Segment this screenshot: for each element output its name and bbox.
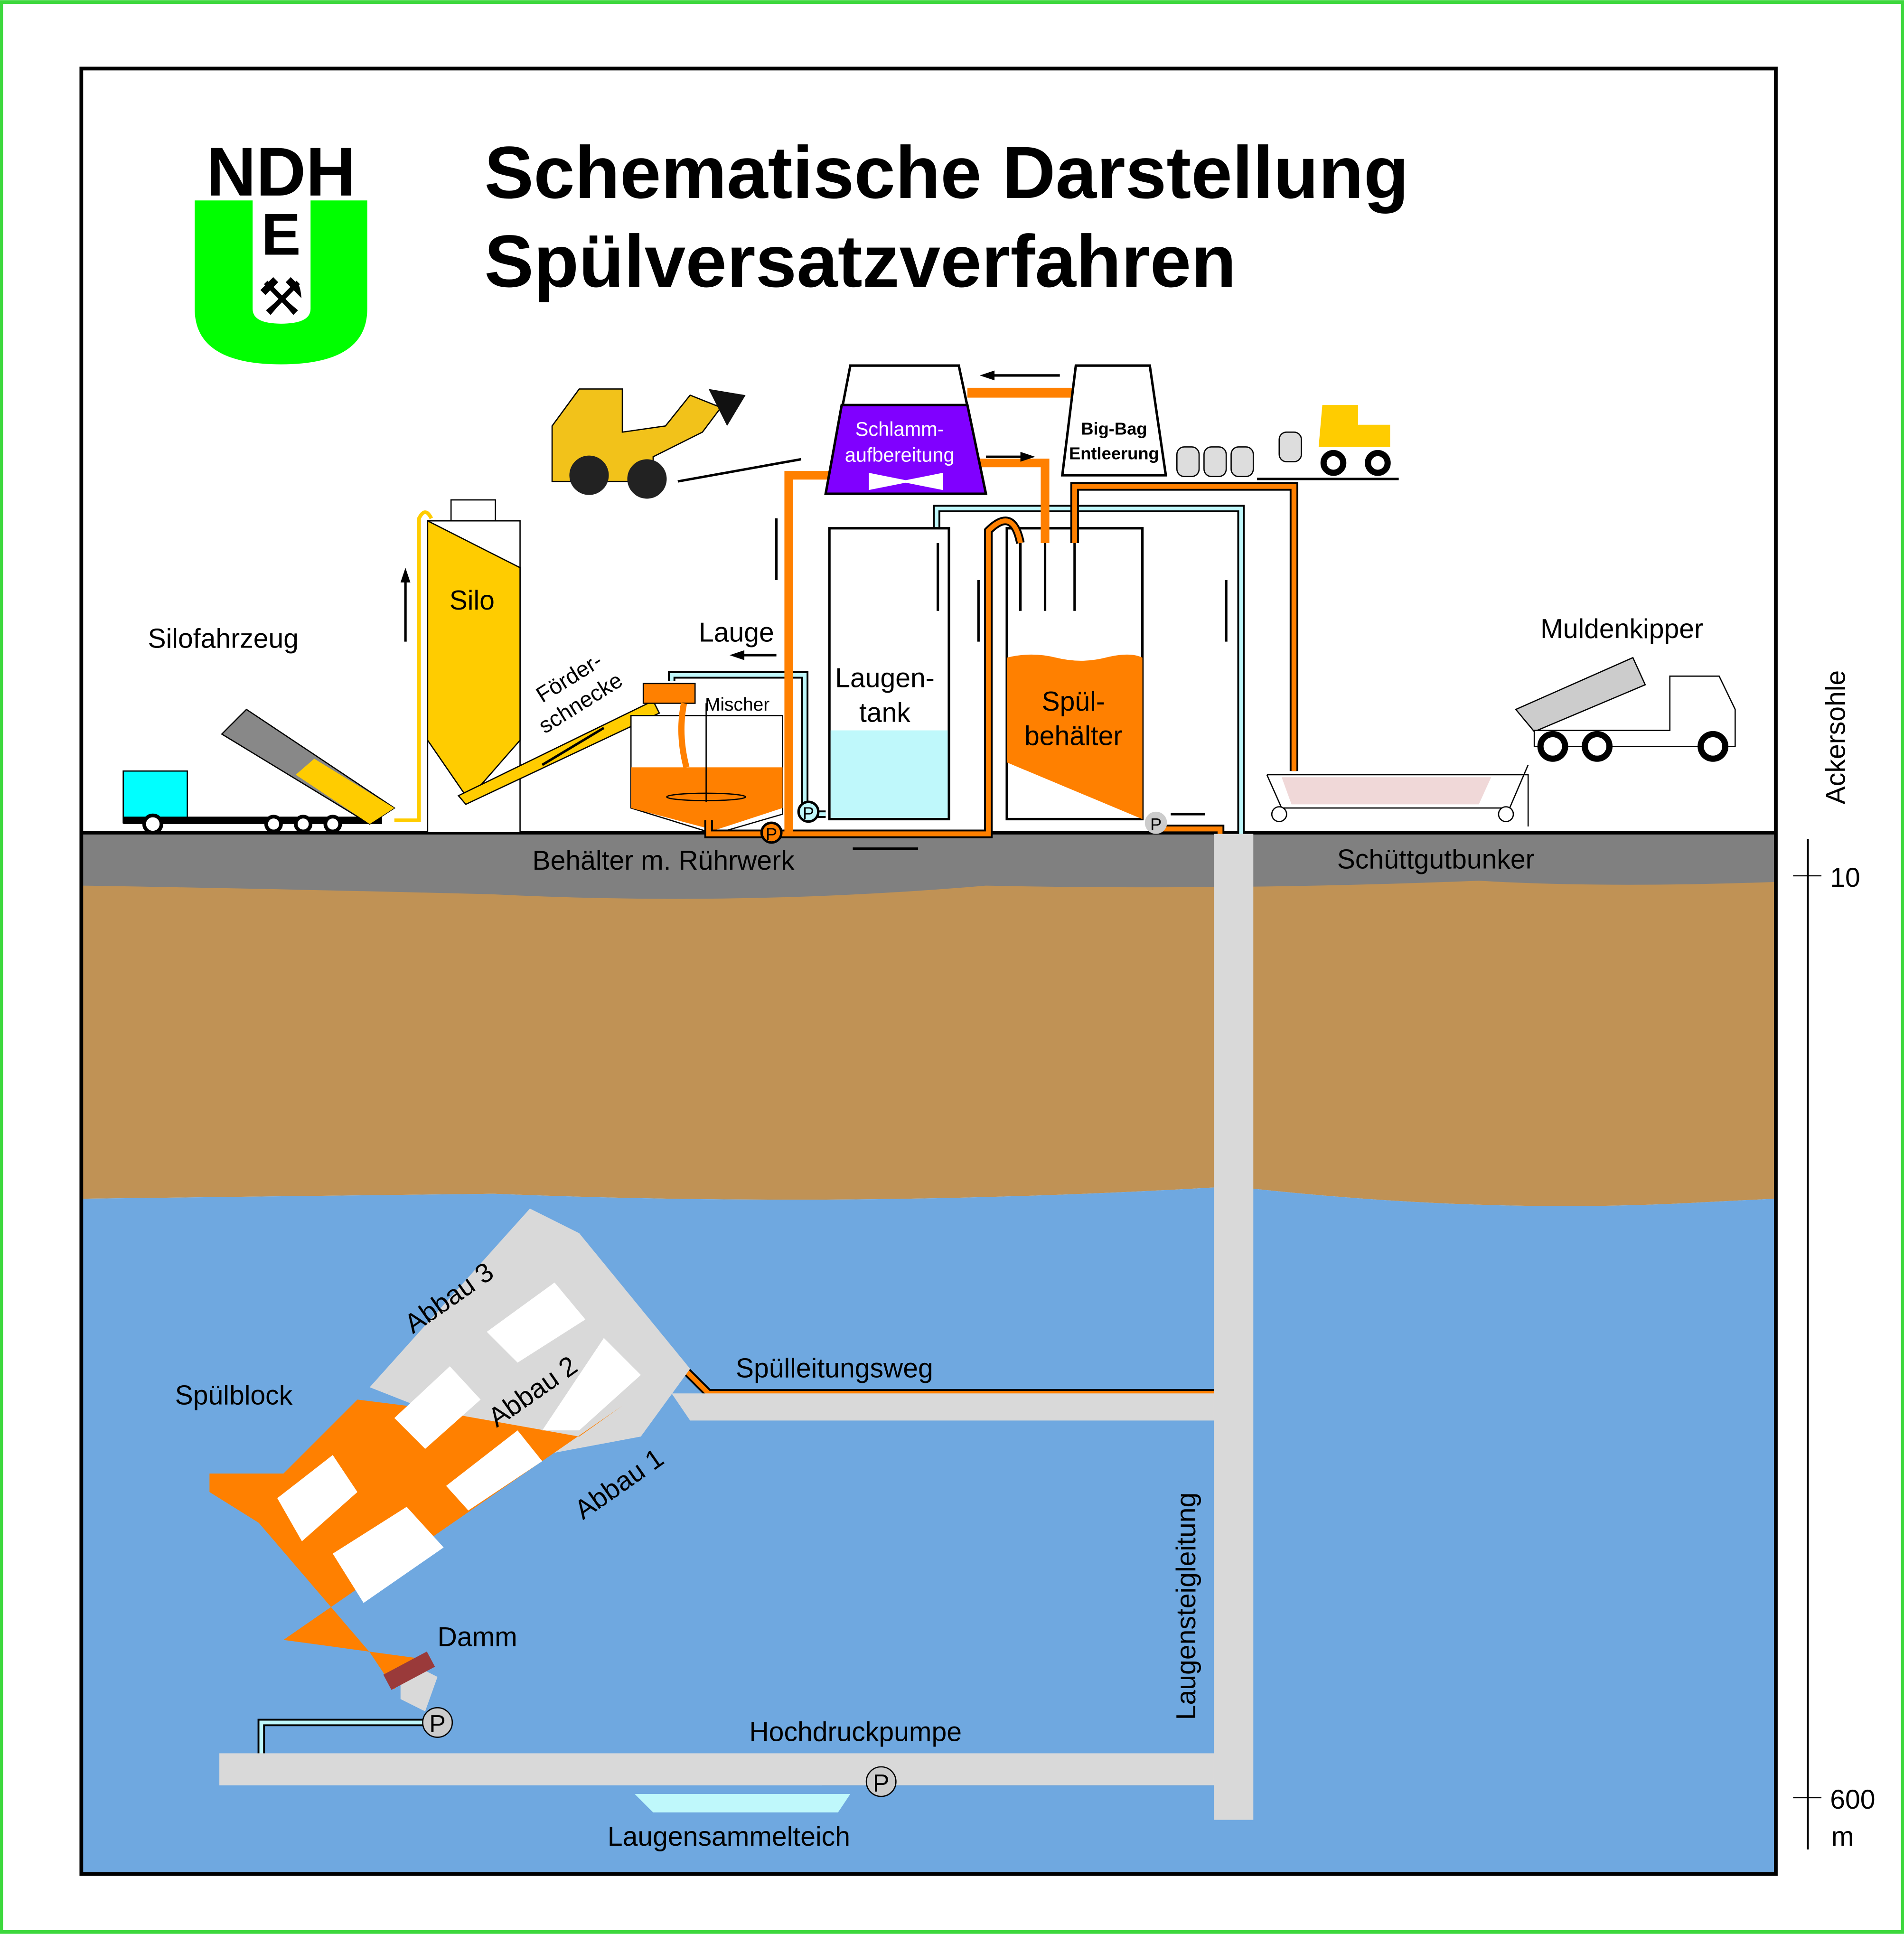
label-tank: tank [859, 697, 910, 728]
scale-unit: m [1831, 1821, 1854, 1852]
logo-e: E [261, 201, 300, 267]
scale-bottom: 600 [1830, 1784, 1875, 1815]
pump-icon: P [865, 1766, 897, 1797]
svg-text:P: P [766, 825, 777, 844]
label-aufbereitung: aufbereitung [845, 444, 955, 466]
mixer-tank: Mischer [630, 683, 783, 835]
dam [383, 1651, 435, 1690]
label-behaelter-ruehrwerk: Behälter m. Rührwerk [533, 845, 795, 876]
frame [79, 66, 1778, 1876]
pump-icon: P [422, 1707, 453, 1738]
label-behaelter: behälter [1024, 721, 1122, 751]
label-silo: Silo [450, 585, 495, 616]
label-entleerung: Entleerung [1069, 443, 1159, 463]
silo-truck [122, 708, 396, 835]
pump-icon: P [797, 800, 820, 823]
svg-text:P: P [1150, 815, 1162, 834]
dump-truck [1266, 657, 1736, 827]
label-mischer: Mischer [705, 695, 769, 715]
svg-text:P: P [429, 1710, 446, 1738]
label-silofahrzeug: Silofahrzeug [148, 624, 299, 654]
label-lauge: Lauge [699, 618, 774, 648]
label-spuel: Spül- [1042, 686, 1105, 717]
label-schlamm: Schlamm- [855, 418, 944, 440]
pump-icon: P [1144, 811, 1167, 834]
wheel-loader [551, 388, 746, 499]
sludge-treatment: Schlamm- aufbereitung [824, 364, 988, 495]
hammer-pick-icon: ⚒ [258, 269, 304, 327]
surface-layer [82, 833, 1775, 899]
label-laugensteigleitung: Laugensteigleitung [1171, 1493, 1201, 1720]
label-bigbag: Big-Bag [1081, 419, 1147, 438]
label-hochdruckpumpe: Hochdruckpumpe [749, 1717, 962, 1747]
title-line2: Spülversatzverfahren [484, 220, 1236, 303]
label-spuelblock: Spülblock [175, 1380, 293, 1411]
overburden-layer [82, 833, 1775, 1206]
svg-text:P: P [873, 1770, 890, 1797]
pump-icon: P [760, 821, 783, 844]
title-line1: Schematische Darstellung [484, 131, 1409, 214]
label-damm: Damm [438, 1622, 517, 1652]
label-laugensammelteich: Laugensammelteich [608, 1821, 850, 1852]
depth-scale: 10 600 m Ackersohle [1793, 670, 1876, 1852]
label-muldenkipper: Muldenkipper [1540, 614, 1703, 644]
label-schuettgutbunker: Schüttgutbunker [1337, 844, 1535, 874]
conveyor-screw [457, 700, 660, 805]
ndh-logo: NDH E ⚒ [195, 133, 367, 365]
scale-label: Ackersohle [1820, 670, 1851, 805]
bigbag-station: Big-Bag Entleerung [1060, 364, 1399, 480]
logo-text: NDH [206, 133, 356, 210]
silo: Silo [427, 499, 521, 834]
scale-top: 10 [1830, 863, 1860, 893]
label-laugen: Laugen- [835, 663, 935, 694]
label-spuelleitungsweg: Spülleitungsweg [736, 1353, 933, 1384]
svg-text:P: P [803, 803, 814, 823]
